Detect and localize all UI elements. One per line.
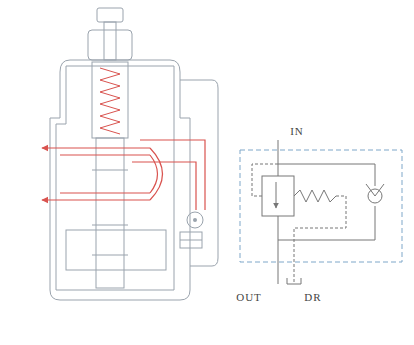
label-anchor: OUT bbox=[236, 292, 262, 303]
flow-arrow bbox=[276, 182, 277, 208]
flow-lines bbox=[42, 140, 205, 210]
flow-line bbox=[60, 192, 150, 193]
drain-line bbox=[294, 196, 346, 284]
label-anchor: DR bbox=[304, 292, 321, 303]
valve-body bbox=[50, 8, 218, 300]
valve-symbol bbox=[252, 140, 384, 284]
adjust-knob bbox=[97, 8, 123, 22]
port-label: DR bbox=[304, 292, 321, 303]
pilot-line bbox=[140, 140, 205, 210]
spring-chamber bbox=[92, 62, 128, 138]
bypass-line bbox=[278, 164, 375, 186]
port-label: IN bbox=[290, 126, 304, 137]
in-line bbox=[278, 140, 279, 176]
lower-port bbox=[66, 230, 166, 270]
label-anchor: IN bbox=[290, 126, 304, 137]
flow-line bbox=[42, 199, 150, 200]
pilot-spring-seat bbox=[180, 232, 202, 248]
spool bbox=[96, 138, 124, 288]
spool-land bbox=[92, 255, 128, 256]
pilot-ball-center bbox=[193, 218, 197, 222]
housing bbox=[50, 60, 190, 300]
valve-square bbox=[262, 176, 294, 216]
valve-envelope bbox=[240, 150, 402, 262]
spool-land bbox=[92, 170, 128, 171]
check-seat bbox=[366, 184, 384, 196]
flow-turn bbox=[150, 155, 158, 193]
bypass-line bbox=[278, 206, 375, 240]
pilot-ball bbox=[187, 212, 203, 228]
adjust-screw bbox=[104, 22, 116, 60]
main-spring bbox=[100, 68, 120, 134]
pilot-spring-line bbox=[180, 240, 202, 241]
inner-wall bbox=[56, 66, 174, 290]
flow-line bbox=[42, 147, 150, 148]
flow-line bbox=[60, 154, 150, 155]
pilot-line bbox=[252, 164, 278, 196]
pilot-block bbox=[180, 80, 218, 266]
spring-symbol bbox=[294, 190, 336, 202]
flow-turn bbox=[150, 148, 163, 200]
bonnet bbox=[88, 30, 132, 60]
out-line bbox=[278, 216, 279, 284]
port-label: OUT bbox=[236, 292, 262, 303]
tank-symbol bbox=[287, 278, 301, 284]
spool-land bbox=[92, 225, 128, 226]
pilot-line bbox=[132, 162, 196, 210]
